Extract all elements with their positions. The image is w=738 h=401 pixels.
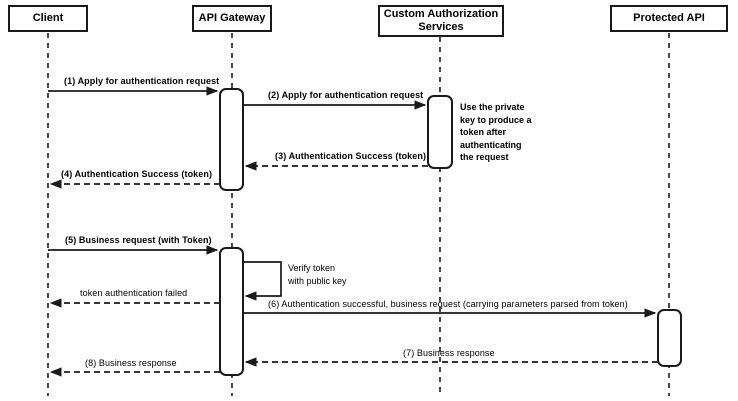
participant-label-protected-api: Protected API — [633, 12, 705, 24]
participant-label-client: Client — [32, 12, 64, 24]
message-label-2: (2) Apply for authentication request — [268, 90, 424, 100]
message-label-6: (6) Authentication successful, business … — [268, 299, 628, 309]
message-label-7: (7) Business response — [403, 348, 495, 358]
activation-api-gateway-1 — [219, 88, 244, 191]
participant-box-protected-api[interactable]: Protected API — [610, 5, 728, 32]
lifeline-dashes — [47, 33, 670, 396]
note-verify-token: Verify token with public key — [288, 263, 347, 286]
message-label-token-failed: token authentication failed — [80, 288, 188, 298]
self-call-verify-token — [243, 261, 282, 301]
participant-label-api-gateway: API Gateway — [198, 12, 266, 24]
activation-api-gateway-2 — [219, 247, 244, 376]
message-label-4: (4) Authentication Success (token) — [61, 169, 213, 179]
participant-box-api-gateway[interactable]: API Gateway — [192, 5, 272, 32]
participant-label-custom-authorization-services: Custom Authorization Services — [383, 8, 499, 33]
message-label-3: (3) Authentication Success (token) — [275, 151, 427, 161]
message-label-5: (5) Business request (with Token) — [65, 235, 212, 245]
activation-protected-api — [657, 309, 682, 367]
note-private-key: Use the private key to produce a token a… — [460, 102, 532, 162]
activation-bars — [219, 88, 682, 376]
message-label-8: (8) Business response — [85, 358, 177, 368]
participant-box-client[interactable]: Client — [8, 5, 88, 32]
message-label-1: (1) Apply for authentication request — [64, 76, 220, 86]
participant-box-custom-authorization-services[interactable]: Custom Authorization Services — [378, 5, 504, 37]
activation-custom-auth — [427, 95, 453, 169]
message-arrows — [48, 86, 658, 377]
